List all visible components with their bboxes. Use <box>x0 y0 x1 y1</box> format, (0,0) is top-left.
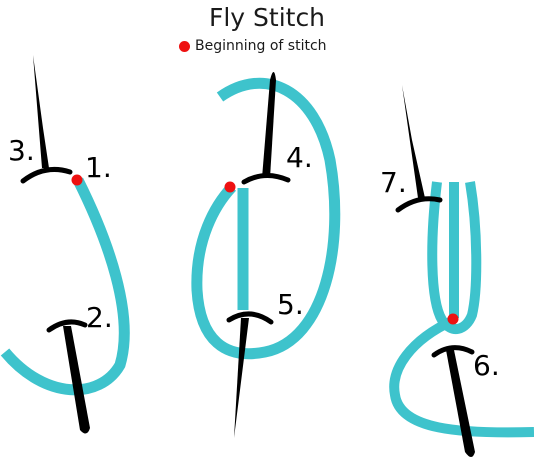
step-label-6: 6. <box>473 349 500 382</box>
needle-arc-step-2 <box>46 319 88 333</box>
panel-step-1-2 <box>0 55 130 434</box>
step-label-7: 7. <box>380 166 407 199</box>
needle-step-4 <box>262 72 276 178</box>
step-label-4: 4. <box>286 141 313 174</box>
needle-arc-step-5 <box>226 311 274 325</box>
legend-label: Beginning of stitch <box>195 38 327 54</box>
needle-arc-step-7 <box>395 196 443 213</box>
needle-step-3 <box>33 55 49 168</box>
panel-step-6-7 <box>389 85 534 457</box>
start-marker-panel-1 <box>71 174 83 186</box>
needle-step-2 <box>63 326 90 434</box>
step-label-2: 2. <box>86 301 113 334</box>
legend-marker <box>179 40 190 52</box>
needle-step-6 <box>446 350 475 457</box>
step-label-3: 3. <box>8 134 35 167</box>
thread-tail-panel-3 <box>389 315 534 438</box>
step-label-5: 5. <box>277 288 304 321</box>
needle-arc-step-3 <box>20 167 73 184</box>
needle-arc-step-4 <box>241 173 291 185</box>
needle-arc-step-6 <box>431 345 475 358</box>
panel-step-4-5 <box>191 72 341 438</box>
thread-panel-1 <box>0 177 130 396</box>
thread-loop-panel-2 <box>191 77 341 360</box>
start-marker-panel-3 <box>447 313 459 325</box>
start-marker-panel-2 <box>224 181 236 193</box>
needle-step-5 <box>234 318 249 438</box>
legend: Beginning of stitch <box>179 38 327 54</box>
thread-loop-panel-3 <box>427 181 482 334</box>
diagram-title: Fly Stitch <box>208 3 326 32</box>
step-label-1: 1. <box>85 151 112 184</box>
